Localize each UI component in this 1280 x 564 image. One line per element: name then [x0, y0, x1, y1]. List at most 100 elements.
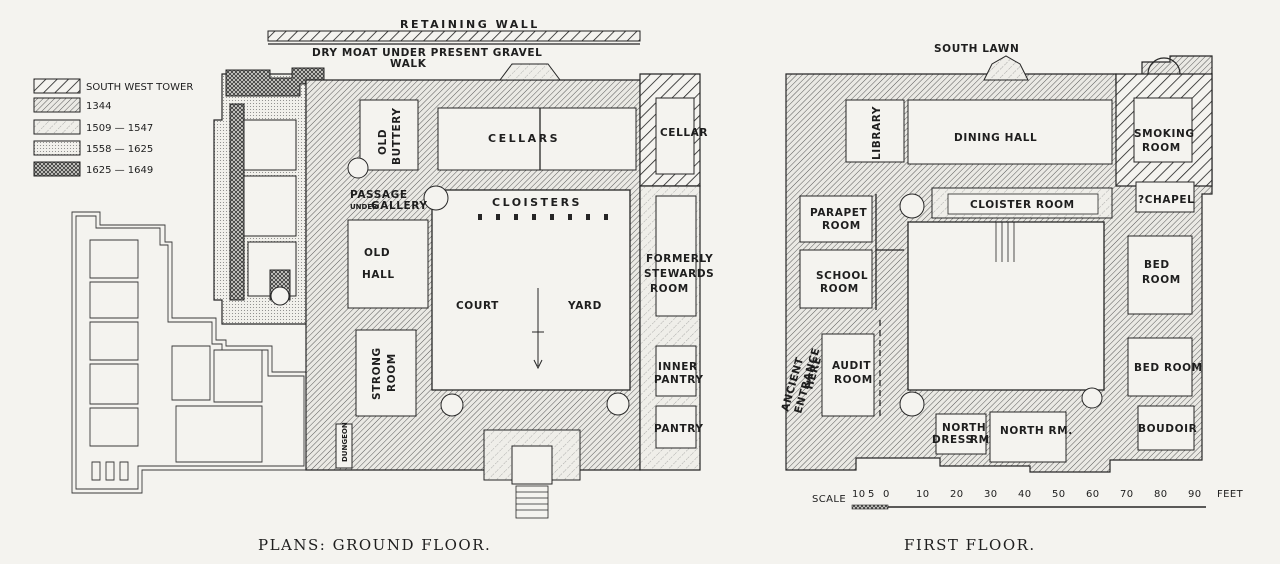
north-dressing-room	[935, 413, 987, 455]
north-room-label: NORTH RM.	[1000, 425, 1073, 437]
cellar-label: CELLAR	[660, 127, 708, 139]
legend-swatch-1625	[33, 161, 81, 177]
parapet-room-label-1: PARAPET	[810, 207, 868, 219]
library-room	[845, 99, 905, 163]
old-buttery-label-1: OLD	[377, 129, 389, 155]
scale-tick-label: 80	[1154, 489, 1168, 500]
strong-room-label-2: ROOM	[386, 353, 398, 392]
chapel-room	[1135, 181, 1195, 213]
cloister-room-label: CLOISTER ROOM	[970, 199, 1075, 211]
first-floor-stair-se	[1081, 387, 1103, 409]
west-wing-rooms	[243, 119, 297, 297]
spiral-stair-se	[606, 392, 630, 416]
old-hall-room	[347, 219, 429, 309]
library-label: LIBRARY	[871, 106, 883, 160]
scale-tick-label: 10	[852, 489, 866, 500]
boudoir-room	[1137, 405, 1195, 451]
stewards-room	[655, 195, 697, 317]
spiral-stair-nw	[423, 185, 449, 211]
pantry-label: PANTRY	[654, 423, 704, 435]
legend-swatch-1344	[33, 97, 81, 113]
bed-room-1-label-2: ROOM	[1142, 274, 1181, 286]
old-hall-label-1: OLD	[364, 247, 390, 259]
cloister-piers	[478, 214, 608, 220]
dry-moat-label-2: WALK	[390, 58, 427, 70]
parapet-room	[799, 195, 873, 243]
legend-label-1625: 1625 — 1649	[86, 165, 153, 176]
legend: SOUTH WEST TOWER 1344 1509 — 1547 1558 —…	[33, 78, 193, 177]
ground-floor-labels: RETAINING WALL DRY MOAT UNDER PRESENT GR…	[258, 18, 714, 554]
formerly-label-2: STEWARDS	[644, 268, 714, 280]
passage-label: PASSAGE	[350, 189, 408, 201]
first-floor-plan	[785, 55, 1213, 473]
scale-subdivision	[851, 504, 889, 510]
legend-swatch-tower	[33, 78, 81, 94]
bed-room-2-label: BED ROOM	[1134, 362, 1203, 374]
scale-tick-label: 30	[984, 489, 998, 500]
boudoir-label: BOUDOIR	[1138, 423, 1197, 435]
first-floor-labels: SOUTH LAWN LIBRARY DINING HALL SMOKING R…	[779, 43, 1202, 554]
school-room-label-1: SCHOOL	[816, 270, 868, 282]
yard-label: YARD	[567, 300, 602, 312]
dining-hall-label: DINING HALL	[954, 132, 1037, 144]
smoking-room-label-1: SMOKING	[1134, 128, 1195, 140]
north-room	[989, 411, 1067, 463]
north-dress-label-3: RM	[970, 434, 990, 446]
compass-mark	[532, 288, 544, 370]
formerly-label-1: FORMERLY	[646, 253, 713, 265]
scale-tick-label: 50	[1052, 489, 1066, 500]
ground-floor-caption: PLANS: GROUND FLOOR.	[258, 536, 491, 554]
first-floor-stair-nw	[899, 193, 925, 219]
school-room-label-2: ROOM	[820, 283, 859, 295]
south-porch	[499, 63, 561, 81]
audit-room	[821, 333, 875, 417]
dry-moat-label: DRY MOAT UNDER PRESENT GRAVEL	[312, 47, 542, 59]
smoking-room	[1133, 97, 1193, 163]
parapet-room-label-2: ROOM	[822, 220, 861, 232]
scale-tick-label: 20	[950, 489, 964, 500]
audit-room-label-1: AUDIT	[832, 360, 871, 372]
passage-gallery-label: GALLERY	[371, 200, 428, 212]
scale-tick-label: 40	[1018, 489, 1032, 500]
cloisters-label: CLOISTERS	[492, 196, 582, 209]
formerly-label-3: ROOM	[650, 283, 689, 295]
pantry-room	[655, 405, 697, 449]
north-dress-label-2: DRESS	[932, 434, 974, 446]
scale-unit: FEET	[1217, 489, 1244, 500]
retaining-wall-label: RETAINING WALL	[400, 18, 540, 31]
north-dress-label-1: NORTH	[942, 422, 986, 434]
legend-label-tower: SOUTH WEST TOWER	[86, 82, 193, 93]
school-room	[799, 249, 873, 309]
scale-label: SCALE	[812, 494, 846, 505]
legend-label-1558: 1558 — 1625	[86, 144, 153, 155]
west-outbuildings	[71, 211, 309, 494]
legend-label-1344: 1344	[86, 101, 111, 112]
first-floor-caption: FIRST FLOOR.	[904, 536, 1036, 554]
dungeon-room	[335, 423, 353, 469]
legend-label-1509: 1509 — 1547	[86, 123, 153, 134]
inner-pantry-room	[655, 345, 697, 397]
legend-swatch-1509	[33, 119, 81, 135]
scale-tick-label: 70	[1120, 489, 1134, 500]
dining-hall-room	[907, 99, 1113, 165]
bed-room-1-label-1: BED	[1144, 259, 1170, 271]
cellars-room	[437, 107, 637, 171]
spiral-stair-sw	[440, 393, 464, 417]
west-wing-1625-north	[225, 67, 325, 97]
smoking-room-label-2: ROOM	[1142, 142, 1181, 154]
dungeon-label: DUNGEON	[341, 422, 349, 462]
passage-under-label: UNDER	[350, 203, 378, 211]
cellars-label: CELLARS	[488, 132, 560, 145]
scale-tick-label: 10	[916, 489, 930, 500]
courtyard-steps	[995, 222, 1015, 262]
old-hall-label-2: HALL	[362, 269, 395, 281]
inner-pantry-label-2: PANTRY	[654, 374, 704, 386]
south-lawn-label-1: SOUTH LAWN	[934, 43, 1019, 55]
scale-tick-label: 60	[1086, 489, 1100, 500]
inner-pantry-label-1: INNER	[658, 361, 698, 373]
ground-floor-plan	[71, 30, 701, 519]
first-floor-stair-sw	[899, 391, 925, 417]
